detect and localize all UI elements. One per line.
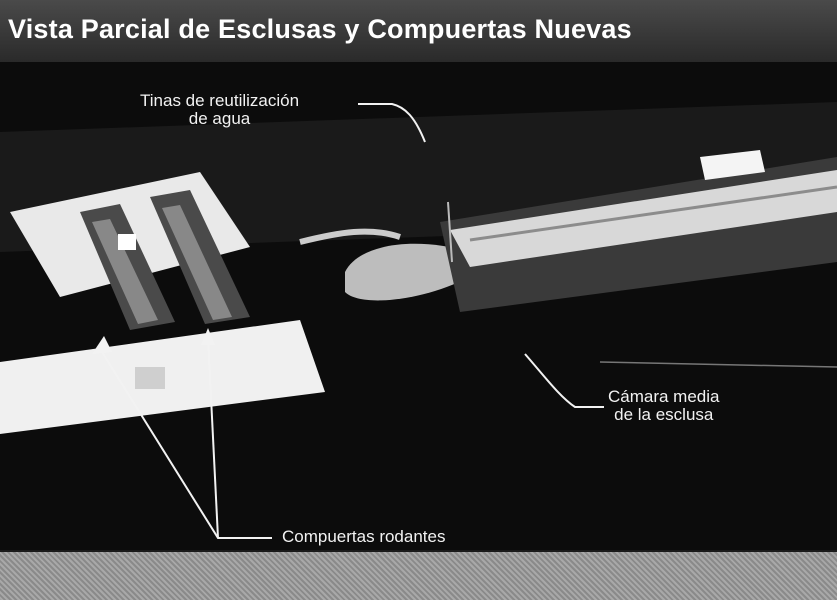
callout-tinas: Tinas de reutilización de agua — [140, 92, 299, 128]
callout-tinas-line1: Tinas de reutilización — [140, 91, 300, 110]
lock-scene: Tinas de reutilización de agua Cámara me… — [0, 62, 837, 550]
arrowhead-left — [92, 336, 112, 354]
rolling-gate-right — [162, 205, 232, 320]
callout-camara-line2: de la esclusa — [614, 405, 714, 424]
vessel-deck-line — [469, 185, 837, 242]
arrowhead-right — [201, 328, 215, 345]
lock-illustration — [0, 102, 837, 539]
crane-mast — [447, 201, 453, 263]
rolling-gate-left — [92, 219, 158, 324]
camara-leader-line — [524, 353, 604, 408]
callout-camara-line1: Cámara media — [608, 387, 720, 406]
chamber-edge — [599, 361, 837, 368]
compuertas-leader-right — [207, 336, 219, 539]
tinas-leader-line — [358, 103, 426, 143]
vessel-hull — [450, 170, 837, 267]
callout-compuertas: Compuertas rodantes — [282, 527, 446, 546]
callout-tinas-line2: de agua — [188, 109, 251, 128]
control-building — [135, 367, 165, 389]
title-bar: Vista Parcial de Esclusas y Compuertas N… — [0, 0, 837, 64]
callout-camara: Cámara media de la esclusa — [608, 388, 720, 424]
lock-marker — [118, 234, 136, 250]
reuse-basin — [345, 243, 470, 301]
figure-title: Vista Parcial de Esclusas y Compuertas N… — [8, 14, 632, 44]
vessel-bridge — [700, 150, 765, 180]
footer-strip — [0, 550, 837, 600]
basin-rim — [299, 228, 401, 245]
